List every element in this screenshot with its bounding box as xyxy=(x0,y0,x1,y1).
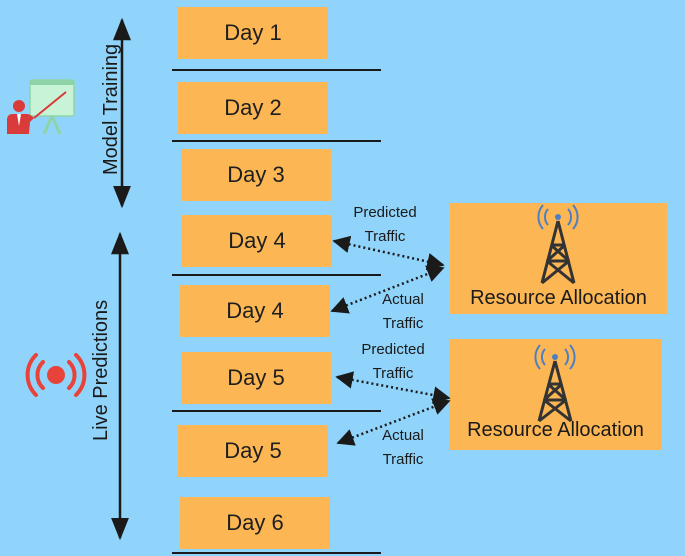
day-label: Day 2 xyxy=(224,95,282,120)
separator-line xyxy=(172,552,381,554)
live-broadcast-icon xyxy=(25,353,87,397)
resource-allocation-box-2: Resource Allocation xyxy=(449,339,662,450)
day-box-5-predicted: Day 5 xyxy=(181,352,331,404)
radio-tower-icon xyxy=(534,344,576,423)
day-box-6: Day 6 xyxy=(180,497,330,549)
day-label: Day 4 xyxy=(228,228,286,253)
day-label: Day 1 xyxy=(224,20,282,45)
day-box-1: Day 1 xyxy=(178,7,328,59)
day-box-5-actual: Day 5 xyxy=(178,425,328,477)
day-box-4-actual: Day 4 xyxy=(180,285,330,337)
day-box-3: Day 3 xyxy=(181,149,331,201)
predicted-traffic-arrow xyxy=(335,371,451,404)
predicted-traffic-arrow xyxy=(332,235,445,271)
day-box-4-predicted: Day 4 xyxy=(182,215,332,267)
actual-traffic-arrow xyxy=(336,398,451,446)
day-label: Day 6 xyxy=(226,510,284,535)
separator-line xyxy=(172,69,381,71)
day-label: Day 3 xyxy=(227,162,285,187)
day-box-2: Day 2 xyxy=(178,82,328,134)
resource-allocation-label: Resource Allocation xyxy=(470,287,647,309)
day-label: Day 5 xyxy=(227,365,285,390)
day-label: Day 4 xyxy=(226,298,284,323)
separator-line xyxy=(172,140,381,142)
separator-line xyxy=(172,410,381,412)
resource-allocation-label: Resource Allocation xyxy=(467,419,644,441)
actual-traffic-arrow xyxy=(330,265,445,314)
presenter-board-icon xyxy=(7,79,75,135)
separator-line xyxy=(172,274,381,276)
radio-tower-icon xyxy=(537,204,579,285)
resource-allocation-box-1: Resource Allocation xyxy=(450,203,667,314)
day-label: Day 5 xyxy=(224,438,282,463)
